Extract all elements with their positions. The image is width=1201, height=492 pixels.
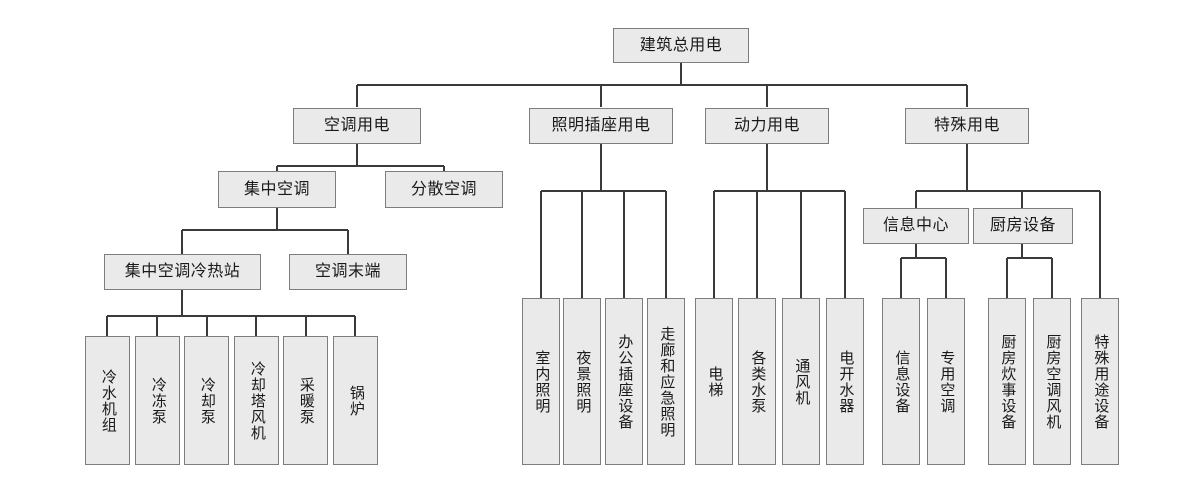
node-elevator[interactable]: 电梯 [695, 298, 733, 465]
node-night-lighting[interactable]: 夜景照明 [563, 298, 601, 465]
node-cooling-water-pump[interactable]: 冷却泵 [184, 336, 229, 465]
node-ventilation-fan[interactable]: 通风机 [782, 298, 820, 465]
node-water-pumps[interactable]: 各类水泵 [738, 298, 776, 465]
node-chiller[interactable]: 冷水机组 [85, 336, 130, 465]
node-lighting[interactable]: 照明插座用电 [529, 108, 673, 144]
node-kitchen-ac-fan[interactable]: 厨房空调风机 [1033, 298, 1071, 465]
node-cooling-tower-fan[interactable]: 冷却塔风机 [234, 336, 279, 465]
node-power[interactable]: 动力用电 [705, 108, 829, 144]
node-cold-station[interactable]: 集中空调冷热站 [104, 254, 261, 290]
node-kitchen-equipment[interactable]: 厨房设备 [973, 208, 1073, 244]
node-root[interactable]: 建筑总用电 [613, 28, 749, 63]
node-boiler[interactable]: 锅炉 [333, 336, 378, 465]
node-hvac[interactable]: 空调用电 [293, 108, 421, 144]
node-ac-terminal[interactable]: 空调末端 [289, 254, 407, 290]
node-central-ac[interactable]: 集中空调 [218, 171, 336, 208]
node-cooking-equipment[interactable]: 厨房炊事设备 [988, 298, 1026, 465]
node-info-device[interactable]: 信息设备 [882, 298, 920, 465]
node-indoor-lighting[interactable]: 室内照明 [522, 298, 560, 465]
node-info-center[interactable]: 信息中心 [863, 208, 969, 244]
node-special[interactable]: 特殊用电 [905, 108, 1029, 144]
node-split-ac[interactable]: 分散空调 [385, 171, 503, 208]
node-electric-water-heater[interactable]: 电开水器 [826, 298, 864, 465]
node-heating-pump[interactable]: 采暖泵 [283, 336, 328, 465]
node-special-use-equipment[interactable]: 特殊用途设备 [1081, 298, 1119, 465]
node-chilled-water-pump[interactable]: 冷冻泵 [135, 336, 180, 465]
node-office-socket-equipment[interactable]: 办公插座设备 [605, 298, 643, 465]
node-corridor-emergency-lighting[interactable]: 走廊和应急照明 [647, 298, 685, 465]
node-dedicated-ac[interactable]: 专用空调 [927, 298, 965, 465]
